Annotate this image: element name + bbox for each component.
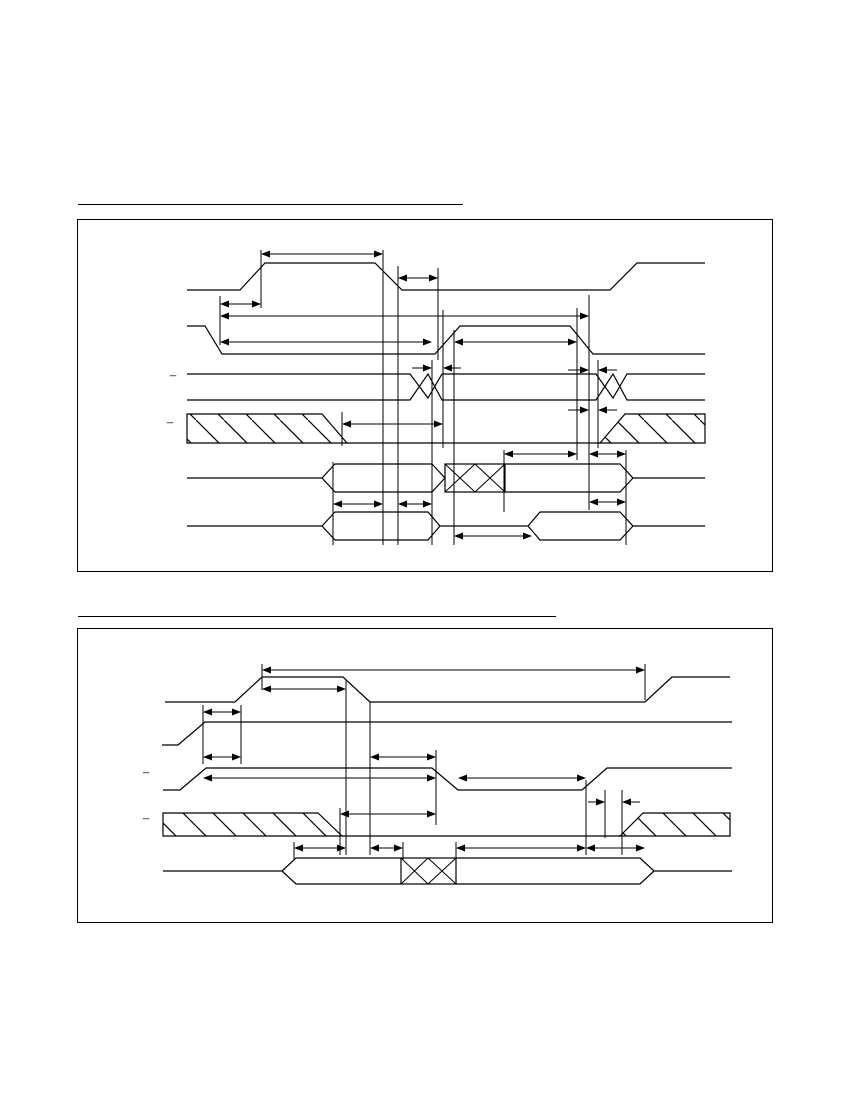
signal-1-waveform [187,262,705,291]
signal-6-waveform [187,511,705,541]
signal-3-waveform [163,767,732,791]
signal-4-waveform [186,413,706,444]
signal-overbar-mark: _ [167,412,174,424]
signal-2-waveform [187,325,705,355]
timing-diagram-2 [162,664,732,885]
timing-diagram-1 [186,250,706,545]
signal-4-waveform [162,812,731,837]
figure1-heading-rule [78,204,463,205]
signal-3-waveform [187,372,705,401]
signal-overbar-mark: _ [143,808,150,820]
signal-5-invalid-region [400,857,457,885]
figure2-heading-rule [78,616,556,617]
signal-5-waveform [163,857,732,885]
signal-1-waveform [165,676,730,703]
signal-overbar-mark: _ [170,365,177,377]
signal-5-waveform [187,463,705,493]
signal-overbar-mark: _ [143,762,150,774]
signal-2-waveform [162,721,732,746]
